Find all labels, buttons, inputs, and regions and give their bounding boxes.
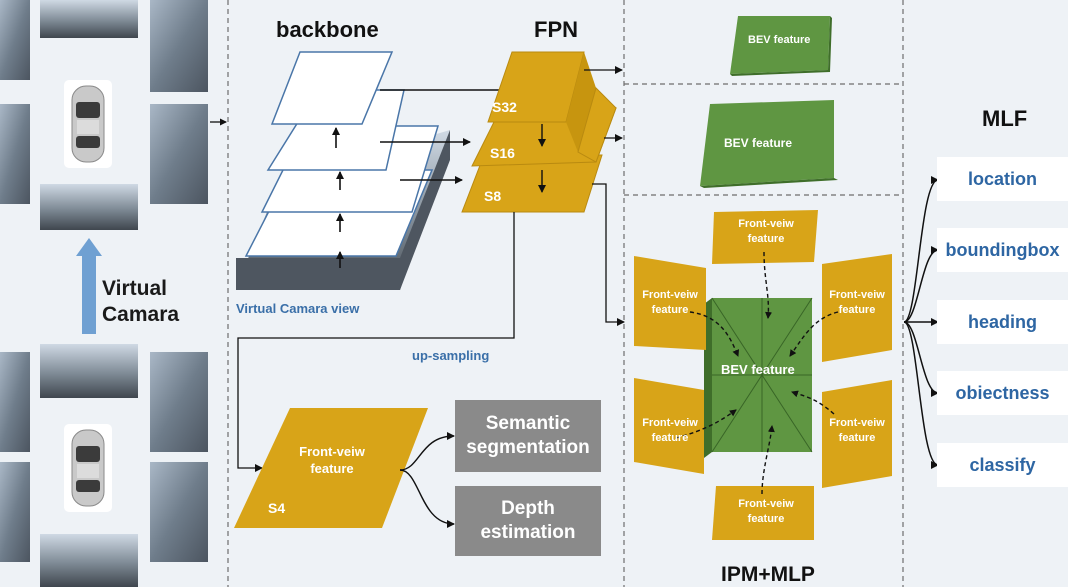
fv-bottom-label: Front-veiw feature (733, 497, 799, 527)
camera-photo-icon (150, 104, 208, 204)
depth-line1: Depth (501, 498, 555, 519)
fv-line2: feature (747, 513, 785, 525)
fv-line2: feature (651, 304, 689, 316)
semantic-line2: segmentation (466, 437, 590, 458)
camera-photo-icon (0, 462, 30, 562)
fv-right-top (822, 254, 892, 362)
fv-top (712, 210, 818, 264)
camera-photo-icon (0, 352, 30, 452)
backbone-planes (236, 51, 450, 290)
camera-photo-icon (40, 0, 138, 38)
bev-top (730, 16, 832, 76)
fv-left-bottom (634, 378, 704, 474)
mlf-item-obiectness: obiectness (937, 371, 1068, 415)
bev-center-label: BEV feature (721, 362, 795, 377)
fv-line2: feature (838, 304, 876, 316)
backbone-plane (270, 51, 394, 125)
fv-top-label: Front-veiw feature (735, 217, 797, 247)
front-feature-line1: Front-veiw (299, 444, 365, 459)
curved-branch-icon (399, 432, 455, 528)
semantic-line1: Semantic (485, 413, 571, 434)
fpn-outputs (237, 66, 625, 472)
camera-photo-icon (0, 0, 30, 80)
fv-left-bottom-label: Front-veiw feature (637, 416, 703, 446)
bev-top-label: BEV feature (748, 34, 811, 46)
mlf-title: MLF (982, 106, 1028, 131)
camera-photo-icon (40, 534, 138, 587)
fv-line1: Front-veiw (829, 289, 885, 301)
front-feature-label: Front-veiw feature (297, 443, 367, 477)
fpn-label-s16: S16 (490, 145, 515, 161)
virtual-camera-line2: Camara (102, 303, 180, 326)
column-separators (227, 0, 904, 587)
fv-right-bottom (822, 380, 892, 488)
fv-line2: feature (651, 432, 689, 444)
fv-bottom (712, 486, 814, 540)
front-feature-line2: feature (310, 461, 354, 476)
front-feature-level: S4 (268, 500, 286, 516)
fv-left-top-label: Front-veiw feature (637, 288, 703, 318)
backbone-title: backbone (276, 17, 379, 42)
car-icon (64, 424, 112, 512)
virtual-camera-line1: Virtual (102, 277, 167, 300)
fv-right-top-label: Front-veiw feature (824, 288, 890, 318)
bev-mid-label: BEV feature (724, 136, 793, 150)
fpn-label-s32: S32 (492, 99, 517, 115)
fv-line1: Front-veiw (642, 289, 698, 301)
camera-photos-bottom (0, 344, 208, 587)
ipm-section (634, 210, 892, 540)
mlf-item-heading: heading (937, 300, 1068, 344)
ipm-title: IPM+MLP (721, 563, 815, 586)
car-icon (64, 80, 112, 168)
up-arrow-icon (76, 238, 102, 334)
camera-photo-icon (150, 462, 208, 562)
task-depth-estimation: Depth estimation (455, 486, 601, 556)
fv-line1: Front-veiw (829, 417, 885, 429)
depth-line2: estimation (480, 522, 576, 543)
fpn-label-s8: S8 (484, 188, 502, 204)
fv-line1: Front-veiw (642, 417, 698, 429)
fpn-stack (461, 51, 617, 213)
camera-photo-icon (40, 344, 138, 398)
camera-photo-icon (150, 0, 208, 92)
task-semantic-segmentation: Semantic segmentation (455, 400, 601, 472)
fv-line2: feature (747, 233, 785, 245)
front-view-feature-s4 (234, 408, 428, 528)
mlf-branches (903, 176, 939, 469)
camera-photo-icon (0, 104, 30, 204)
backbone-caption: Virtual Camara view (236, 301, 360, 316)
fv-line2: feature (838, 432, 876, 444)
virtual-camera-label: Virtual Camara (102, 276, 179, 328)
camera-photo-icon (150, 352, 208, 452)
fv-line1: Front-veiw (738, 218, 794, 230)
mlf-item-location: location (937, 157, 1068, 201)
fv-line1: Front-veiw (738, 498, 794, 510)
upsampling-label: up-sampling (412, 348, 490, 363)
fpn-title: FPN (534, 17, 578, 42)
mlf-item-boundingbox: boundingbox (937, 228, 1068, 272)
fv-left-top (634, 256, 706, 350)
camera-photos-top (0, 0, 208, 230)
fv-right-bottom-label: Front-veiw feature (824, 416, 890, 446)
camera-photo-icon (40, 184, 138, 230)
mlf-item-classify: classify (937, 443, 1068, 487)
bev-mid (700, 100, 838, 188)
